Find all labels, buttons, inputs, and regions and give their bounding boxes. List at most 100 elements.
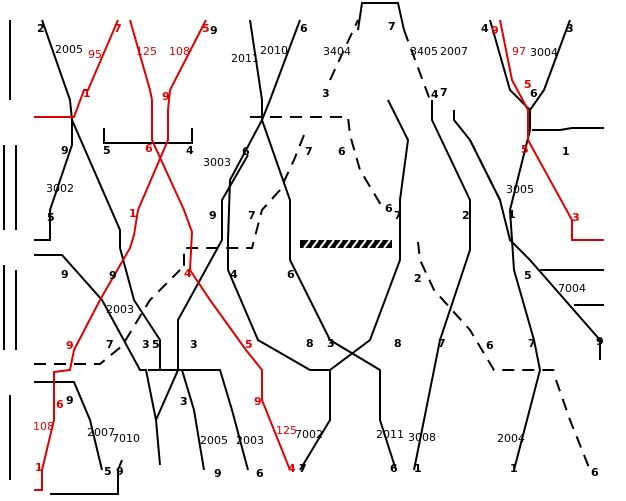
route-label: 108	[169, 45, 190, 58]
top-number: 9	[210, 24, 218, 37]
route-label: 2007	[440, 45, 468, 58]
node-number: 9	[61, 144, 69, 157]
route-label: 2007	[87, 426, 115, 439]
node-number: 6	[145, 142, 153, 155]
route-label: 95	[88, 48, 102, 61]
route-label: 3008	[408, 431, 436, 444]
red-routes	[34, 19, 604, 491]
bottom-numbers: 5 9 9 6 4 7 6 1 1 6	[104, 462, 599, 480]
route-label: 2005	[55, 43, 83, 56]
node-number: 5	[47, 211, 55, 224]
bottom-number: 6	[591, 466, 599, 479]
hatched-platform	[300, 239, 392, 249]
bottom-number: 4	[288, 462, 296, 475]
node-number: 5	[103, 144, 111, 157]
node-number: 7	[394, 209, 402, 222]
node-number: 5	[521, 143, 529, 156]
node-number: 7	[305, 145, 313, 158]
node-number: 5	[524, 269, 532, 282]
node-number: 2	[414, 272, 422, 285]
route-label: 3003	[203, 156, 231, 169]
node-number: 9	[61, 268, 69, 281]
node-number: 1	[35, 461, 43, 474]
top-number: 9	[491, 24, 499, 37]
bottom-number: 6	[256, 467, 264, 480]
node-number: 4	[184, 267, 192, 280]
route-label: 2003	[236, 434, 264, 447]
route-label: 2004	[497, 432, 525, 445]
route-label: 2005	[200, 434, 228, 447]
node-number: 5	[524, 78, 532, 91]
node-number: 9	[209, 209, 217, 222]
route-label: 7002	[295, 428, 323, 441]
node-number: 2	[462, 209, 470, 222]
route-label: 125	[136, 45, 157, 58]
top-number: 3	[566, 22, 574, 35]
bottom-number: 7	[299, 462, 307, 475]
node-number: 9	[162, 90, 170, 103]
node-number: 1	[129, 207, 137, 220]
bottom-number: 1	[414, 462, 422, 475]
route-label: 3002	[46, 182, 74, 195]
bottom-number: 6	[390, 462, 398, 475]
top-number: 6	[300, 22, 308, 35]
node-numbers: 1 9 5 6 4 9 3 4 7 6 5 6 5 1 7 6 1 5 9 7 …	[35, 78, 604, 474]
route-label: 108	[33, 420, 54, 433]
node-number: 5	[245, 338, 253, 351]
left-margin-bars	[3, 20, 17, 480]
top-number: 7	[388, 20, 396, 33]
node-number: 3	[142, 338, 150, 351]
route-label: 97	[512, 45, 526, 58]
node-number: 7	[438, 337, 446, 350]
route-label: 125	[276, 424, 297, 437]
node-number: 3	[180, 395, 188, 408]
node-number: 6	[338, 145, 346, 158]
node-number: 4	[230, 268, 238, 281]
top-number: 7	[114, 22, 122, 35]
node-number: 3	[327, 337, 335, 350]
route-label: 2011	[231, 52, 259, 65]
node-number: 6	[56, 398, 64, 411]
node-number: 1	[562, 145, 570, 158]
bottom-number: 9	[214, 467, 222, 480]
node-number: 5	[152, 338, 160, 351]
node-number: 9	[596, 335, 604, 348]
bottom-number: 5	[104, 465, 112, 478]
route-label: 7004	[558, 282, 586, 295]
bottom-number: 1	[510, 462, 518, 475]
node-number: 9	[254, 395, 262, 408]
route-label: 2011	[376, 428, 404, 441]
bottom-number: 9	[116, 465, 124, 478]
route-label: 3404	[323, 45, 351, 58]
top-number: 4	[481, 22, 489, 35]
black-tracks	[34, 2, 604, 495]
node-number: 3	[190, 338, 198, 351]
node-number: 9	[66, 394, 74, 407]
route-label: 3004	[530, 46, 558, 59]
node-number: 1	[508, 208, 516, 221]
node-number: 8	[306, 337, 314, 350]
node-number: 4	[431, 88, 439, 101]
route-label: 2003	[106, 303, 134, 316]
node-number: 6	[242, 145, 250, 158]
node-number: 7	[528, 337, 536, 350]
node-number: 9	[109, 269, 117, 282]
route-label: 7010	[112, 432, 140, 445]
node-number: 7	[106, 338, 114, 351]
node-number: 7	[248, 209, 256, 222]
route-label: 2010	[260, 44, 288, 57]
node-number: 7	[440, 86, 448, 99]
node-number: 6	[385, 202, 393, 215]
top-number: 2	[37, 22, 45, 35]
node-number: 3	[572, 211, 580, 224]
top-numbers: 2 7 5 9 6 7 4 9 3	[37, 20, 574, 37]
node-number: 6	[486, 339, 494, 352]
dashed-tracks	[34, 19, 591, 471]
node-number: 6	[287, 268, 295, 281]
route-label: 3405	[410, 45, 438, 58]
node-number: 6	[530, 87, 538, 100]
route-label: 3005	[506, 183, 534, 196]
node-number: 4	[186, 144, 194, 157]
